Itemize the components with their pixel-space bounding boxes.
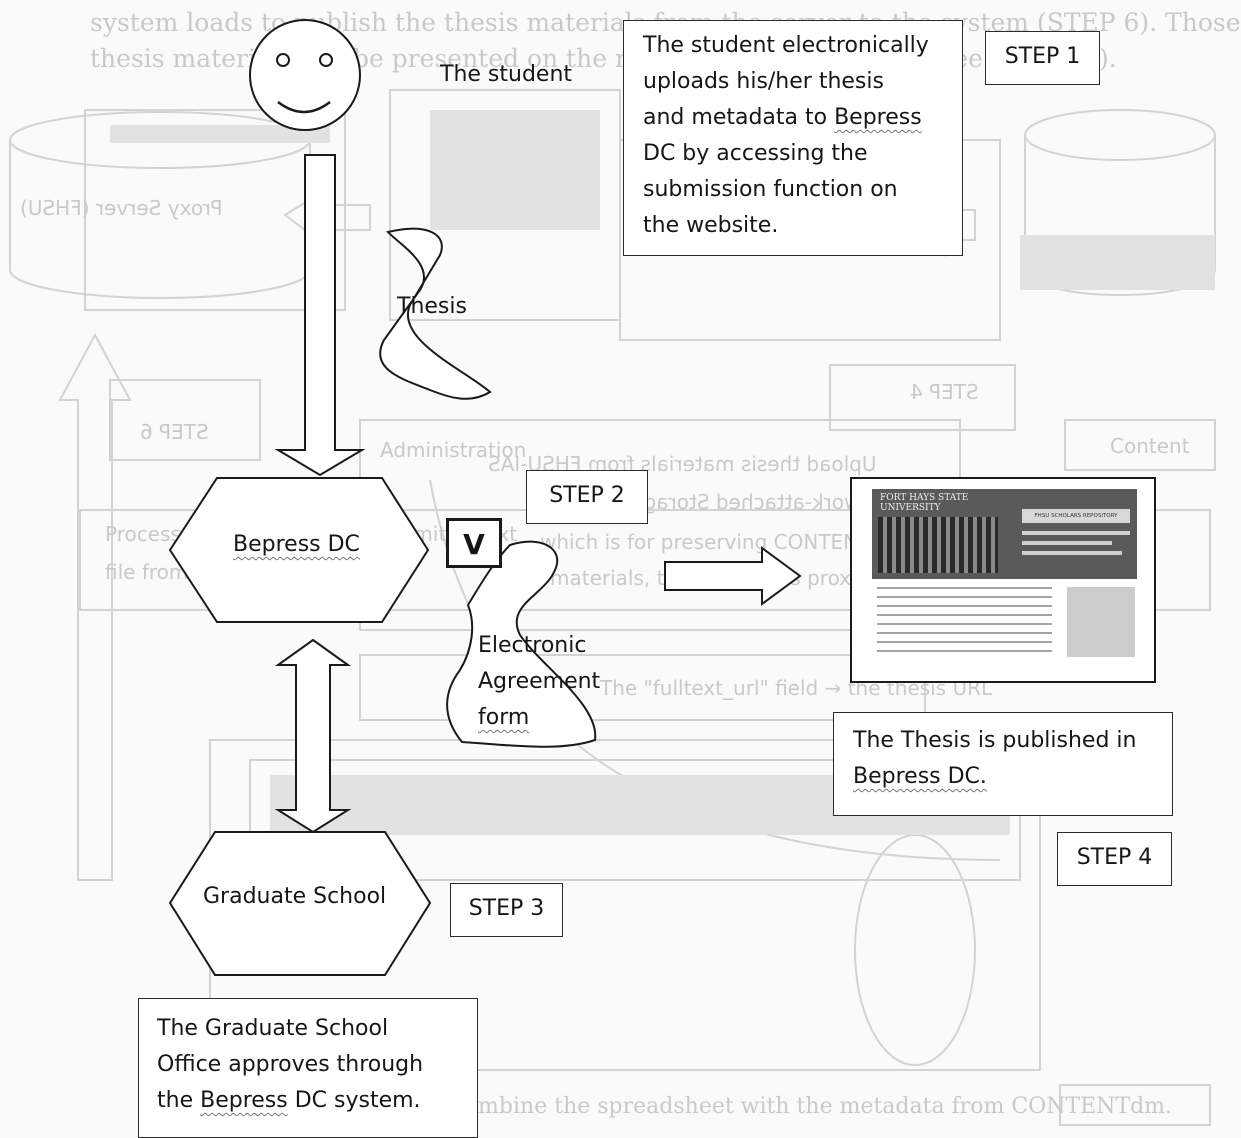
bepress-hexagon: [168, 477, 430, 623]
down-arrow-student-to-bepress: [274, 154, 366, 477]
upload-note-line-5: submission function on: [643, 177, 898, 202]
step-2-badge: STEP 2: [526, 470, 648, 524]
agreement-form-document-shape: [446, 540, 597, 748]
approval-line-1: The Graduate School: [157, 1016, 389, 1041]
right-arrow-to-screenshot: [664, 546, 802, 606]
check-mark-icon: V: [463, 528, 485, 561]
bepress-label: Bepress DC: [233, 532, 360, 557]
screenshot-title: FORT HAYS STATE UNIVERSITY: [880, 493, 969, 513]
double-arrow-bepress-graduate: [274, 638, 352, 834]
bleed-bottom: 9. Combine the spreadsheet with the meta…: [420, 1094, 1173, 1119]
agreement-form-label: Electronic Agreement form: [478, 628, 600, 736]
approval-note: The Graduate School Office approves thro…: [138, 998, 478, 1138]
bleed-content: Content: [1110, 434, 1190, 458]
step-3-badge: STEP 3: [450, 883, 563, 937]
graduate-school-label: Graduate School: [203, 884, 387, 909]
screenshot-sidebar: [1067, 587, 1135, 657]
check-mark-box: V: [446, 518, 502, 568]
student-upload-note: The student electronically uploads his/h…: [623, 20, 963, 256]
approval-line-3: the Bepress DC system.: [157, 1088, 421, 1113]
step-1-badge: STEP 1: [985, 31, 1100, 85]
student-label: The student: [440, 62, 573, 87]
step-4-badge: STEP 4: [1057, 832, 1172, 886]
agreement-line-1: Electronic: [478, 633, 587, 658]
upload-note-line-4: DC by accessing the: [643, 141, 868, 166]
screenshot-body: [877, 587, 1052, 657]
approval-line-2: Office approves through: [157, 1052, 424, 1077]
graduate-school-hexagon: [168, 831, 432, 976]
repository-screenshot: FORT HAYS STATE UNIVERSITY FHSU SCHOLARS…: [850, 477, 1156, 683]
upload-note-line-6: the website.: [643, 213, 779, 238]
screenshot-photo: [878, 517, 998, 573]
agreement-line-3: form: [478, 705, 530, 730]
upload-note-line-1: The student electronically: [643, 33, 929, 58]
screenshot-banner: FHSU SCHOLARS REPOSITORY: [1022, 509, 1130, 523]
student-smiley-icon: [249, 19, 361, 131]
published-line-1: The Thesis is published in: [853, 728, 1137, 753]
screenshot-header: FORT HAYS STATE UNIVERSITY FHSU SCHOLARS…: [872, 489, 1137, 579]
upload-note-line-3: and metadata to Bepress: [643, 105, 922, 130]
upload-note-line-2: uploads his/her thesis: [643, 69, 884, 94]
bleed-administration: Administration: [380, 438, 527, 462]
flow-diagram: [168, 19, 802, 976]
agreement-line-2: Agreement: [478, 669, 601, 694]
thesis-label: Thesis: [397, 294, 467, 319]
thesis-document-shape: [379, 227, 492, 400]
published-line-2: Bepress DC.: [853, 764, 987, 789]
published-note: The Thesis is published in Bepress DC.: [833, 712, 1173, 816]
